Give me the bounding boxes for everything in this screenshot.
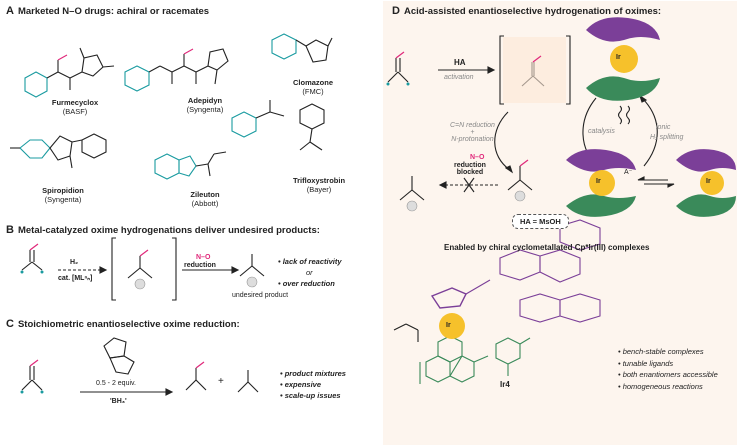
reduction-label: reduction <box>184 262 216 269</box>
ir4-label: Ir4 <box>500 380 510 389</box>
spiropidion-structure <box>19 139 51 159</box>
ha-msoh-box: HA = MsOH <box>512 214 569 229</box>
zileuton-structure <box>154 153 180 180</box>
ir-label-right: Ir <box>706 178 711 185</box>
furmecyclox-structure <box>24 71 48 98</box>
drug-furmecyclox: Furmecyclox(BASF) <box>51 98 99 116</box>
drug-zileuton: Zileuton(Abbott) <box>190 190 220 208</box>
adepidyn-structure <box>124 65 150 92</box>
activation-label: activation <box>444 74 474 81</box>
panel-d-bullets: • bench-stable complexes • tunable ligan… <box>618 347 718 391</box>
no-blocked-label: N–O <box>470 154 485 161</box>
enabled-by-label: Enabled by chiral cyclometallated Cp*Ir(… <box>444 243 650 252</box>
drug-clomazone: Clomazone(FMC) <box>292 78 333 96</box>
bh3-label: 'BH₃' <box>110 398 127 405</box>
no-bond-label: N–O <box>196 254 211 261</box>
drug-spiropidion: Spiropidion(Syngenta) <box>42 186 84 204</box>
ir-label-top: Ir <box>616 54 621 61</box>
drug-adepidyn: Adepidyn(Syngenta) <box>186 96 224 114</box>
clomazone-structure <box>271 33 297 60</box>
a-minus-label: A⁻ <box>624 169 633 176</box>
plus-sign: + <box>218 376 224 387</box>
undesired-product-label: undesired product <box>232 292 289 299</box>
catalyst-cartoon-top <box>586 17 660 101</box>
h2-splitting-label: H₂ splitting <box>650 134 684 141</box>
trifloxystrobin-structure <box>231 111 257 138</box>
equiv-label: 0.5 - 2 equiv. <box>96 380 136 387</box>
catalyst-cartoon-bottom-left <box>566 149 636 217</box>
reagent-h2: H₂ <box>70 259 79 266</box>
panel-c-bullets: • product mixtures • expensive • scale-u… <box>280 369 346 400</box>
ir-label-left: Ir <box>596 178 601 185</box>
cn-reduction-label: C=N reduction+N-protonation <box>450 122 495 143</box>
ha-reagent: HA <box>454 58 466 67</box>
catalyst-cartoon-bottom-right <box>676 149 736 217</box>
ir4-metal-center <box>439 313 465 339</box>
ir-label-ir4: Ir <box>446 322 451 329</box>
catalysis-label: catalysis <box>588 128 615 135</box>
drug-trifloxystrobin: Trifloxystrobin(Bayer) <box>292 176 346 194</box>
ionic-label: ionic <box>656 124 671 131</box>
reagent-catalyst: cat. [MLⁿₙ] <box>58 275 93 282</box>
panel-b-bullets: • lack of reactivity or • over reduction <box>278 257 342 288</box>
